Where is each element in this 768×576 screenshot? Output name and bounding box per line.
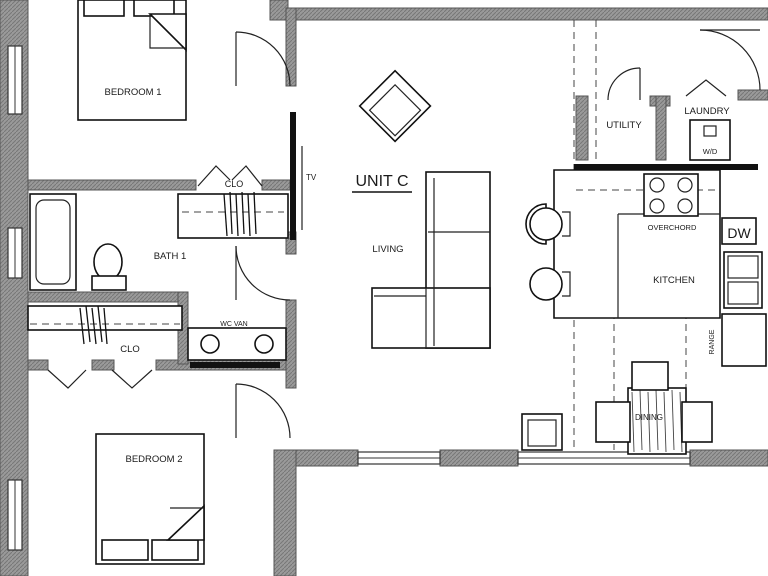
windows-left bbox=[7, 45, 23, 551]
bathtub bbox=[29, 193, 77, 291]
label-wd: W/D bbox=[703, 147, 718, 156]
room-label-bedroom-2: BEDROOM 2 bbox=[125, 454, 182, 465]
label-overchord: OVERCHORD bbox=[648, 223, 697, 232]
toilet bbox=[91, 243, 127, 291]
room-label-bath-1: BATH 1 bbox=[154, 251, 187, 262]
bar-stool-2 bbox=[529, 267, 571, 301]
vanity bbox=[187, 327, 287, 368]
dining-chairs bbox=[595, 361, 713, 443]
side-chair bbox=[521, 413, 563, 451]
room-label-living: LIVING bbox=[372, 244, 403, 255]
room-label-laundry: LAUNDRY bbox=[684, 106, 730, 117]
bed-bedroom-2 bbox=[95, 433, 205, 565]
room-label-bedroom-1: BEDROOM 1 bbox=[104, 87, 161, 98]
cooktop bbox=[643, 173, 699, 217]
doors bbox=[235, 29, 761, 439]
armchair bbox=[358, 69, 432, 143]
label-clo-top: CLO bbox=[225, 179, 244, 189]
washer-dryer bbox=[685, 79, 731, 161]
tv-unit bbox=[290, 112, 296, 240]
room-label-kitchen: KITCHEN bbox=[653, 275, 695, 286]
closet-mid bbox=[27, 305, 183, 389]
label-clo-mid: CLO bbox=[120, 344, 140, 355]
dishwasher bbox=[721, 217, 757, 245]
label-dw: DW bbox=[727, 225, 751, 241]
range bbox=[721, 313, 767, 367]
kitchen-counter-wall bbox=[574, 164, 758, 170]
label-range: RANGE bbox=[709, 329, 716, 354]
kitchen-sink bbox=[723, 251, 763, 309]
sectional-sofa bbox=[371, 171, 491, 349]
room-label-dining: DINING bbox=[635, 413, 663, 422]
bed-bedroom-1 bbox=[77, 0, 187, 121]
label-tv: TV bbox=[306, 173, 317, 182]
closet-top bbox=[177, 165, 289, 239]
label-wc-van: WC VAN bbox=[220, 321, 247, 328]
bar-stool-1 bbox=[525, 203, 571, 245]
unit-title: UNIT C bbox=[355, 173, 408, 190]
room-label-utility: UTILITY bbox=[606, 120, 642, 131]
windows-bottom bbox=[357, 451, 691, 465]
